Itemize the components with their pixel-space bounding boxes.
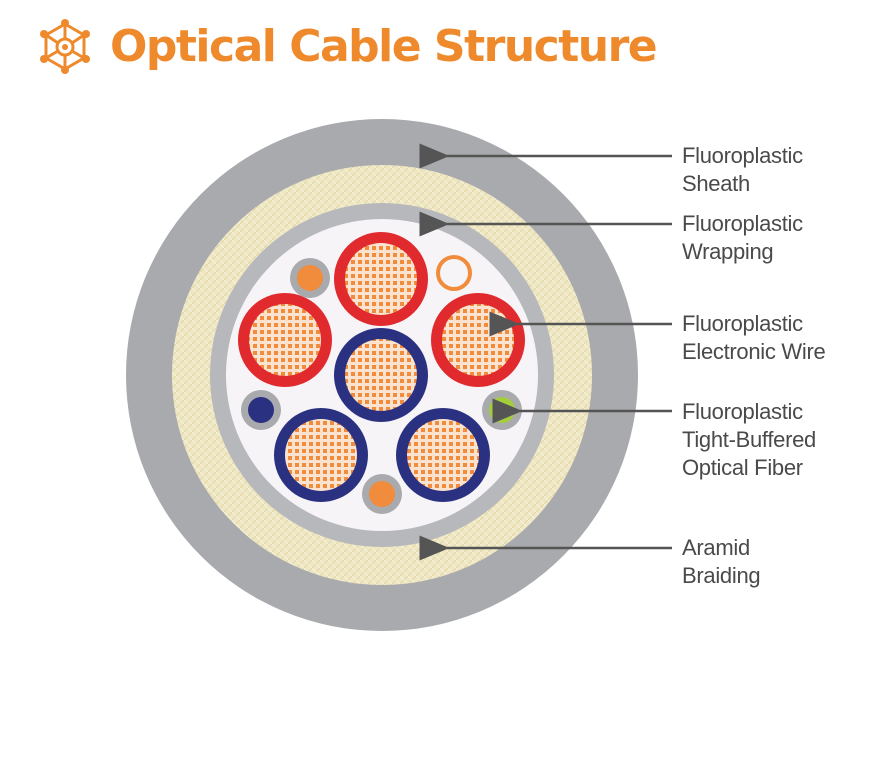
label-aramid-braiding-line1: Aramid xyxy=(682,535,750,560)
optical-fiber-blue-left xyxy=(241,390,281,430)
label-aramid-braiding-line2: Braiding xyxy=(682,563,761,588)
label-optical-fiber: Fluoroplastic Tight-Buffered Optical Fib… xyxy=(682,398,816,482)
optical-fiber-orange-top-left xyxy=(290,258,330,298)
page-title: Optical Cable Structure xyxy=(110,21,658,72)
network-hexagon-icon xyxy=(40,19,90,74)
label-electronic-wire-line2: Electronic Wire xyxy=(682,339,826,364)
optical-fiber-orange-bottom xyxy=(362,474,402,514)
label-wrapping: Fluoroplastic Wrapping xyxy=(682,210,803,266)
header: Optical Cable Structure xyxy=(36,18,658,76)
electronic-wire-blue-bottom-left xyxy=(274,408,368,502)
label-wrapping-line2: Wrapping xyxy=(682,239,774,264)
label-wrapping-line1: Fluoroplastic xyxy=(682,211,803,236)
label-optical-fiber-line1: Fluoroplastic xyxy=(682,399,803,424)
label-electronic-wire-line1: Fluoroplastic xyxy=(682,311,803,336)
electronic-wire-blue-center xyxy=(334,328,428,422)
electronic-wire-red-right xyxy=(431,293,525,387)
optical-fiber-orange-ring-top-right xyxy=(434,253,474,293)
label-electronic-wire: Fluoroplastic Electronic Wire xyxy=(682,310,826,366)
label-optical-fiber-line3: Optical Fiber xyxy=(682,455,803,480)
label-sheath: Fluoroplastic Sheath xyxy=(682,142,803,198)
optical-fiber-green-right xyxy=(482,390,522,430)
label-aramid-braiding: Aramid Braiding xyxy=(682,534,761,590)
electronic-wire-red-top xyxy=(334,232,428,326)
label-sheath-line1: Fluoroplastic xyxy=(682,143,803,168)
label-optical-fiber-line2: Tight-Buffered xyxy=(682,427,816,452)
label-sheath-line2: Sheath xyxy=(682,171,750,196)
electronic-wire-red-left xyxy=(238,293,332,387)
electronic-wire-blue-bottom-right xyxy=(396,408,490,502)
